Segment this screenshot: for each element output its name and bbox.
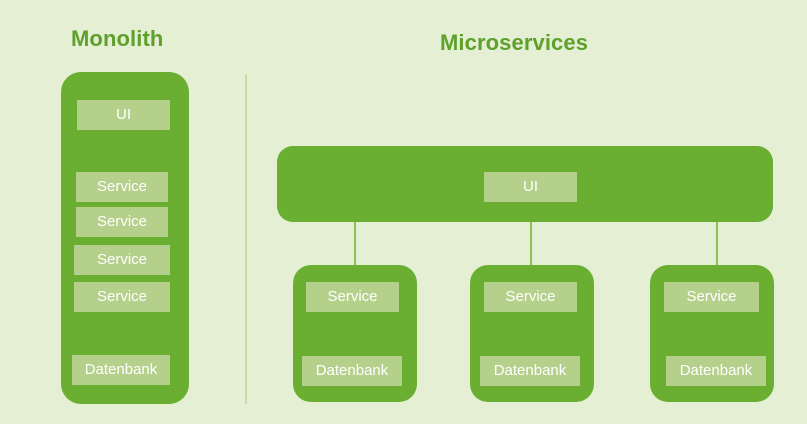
monolith-service-chip-3: Service: [74, 245, 170, 275]
microservice-node-3-service-chip: Service: [664, 282, 759, 312]
microservices-ui-chip: UI: [484, 172, 577, 202]
microservice-node-2-database-chip: Datenbank: [480, 356, 580, 386]
monolith-service-chip-4: Service: [74, 282, 170, 312]
connector-line-3: [716, 222, 718, 266]
monolith-database-chip: Datenbank: [72, 355, 170, 385]
section-divider: [245, 74, 247, 404]
microservice-node-2-service-chip: Service: [484, 282, 577, 312]
microservice-node-3-database-chip: Datenbank: [666, 356, 766, 386]
microservice-node-1-database-chip: Datenbank: [302, 356, 402, 386]
monolith-service-chip-2: Service: [76, 207, 168, 237]
monolith-ui-chip: UI: [77, 100, 170, 130]
connector-line-2: [530, 222, 532, 266]
connector-line-1: [354, 222, 356, 266]
monolith-title: Monolith: [71, 26, 164, 51]
monolith-service-chip-1: Service: [76, 172, 168, 202]
microservices-title: Microservices: [440, 30, 589, 55]
microservice-node-1-service-chip: Service: [306, 282, 399, 312]
